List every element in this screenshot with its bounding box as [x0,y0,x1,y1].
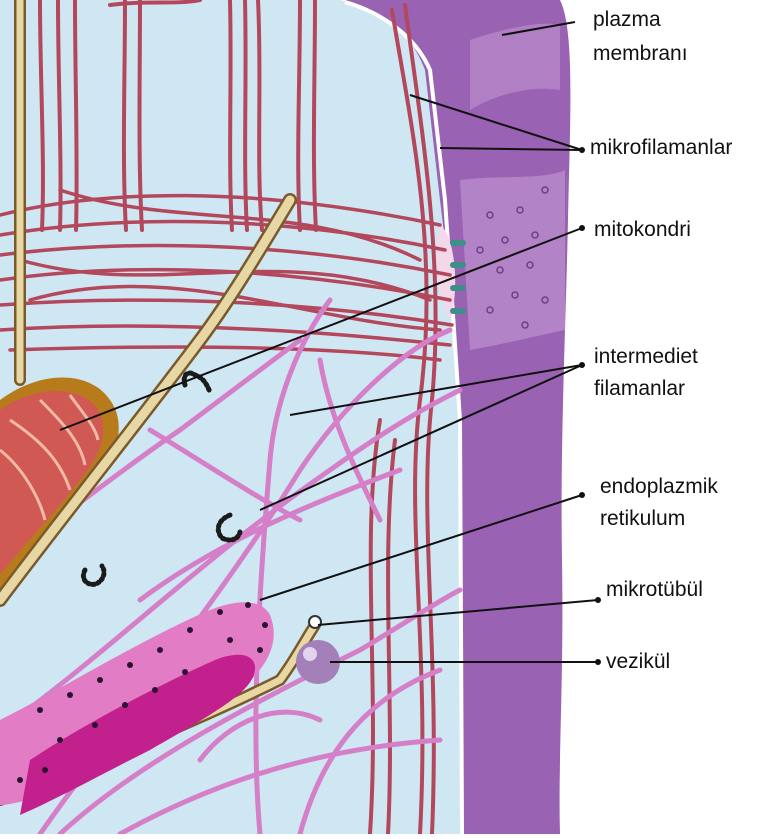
label-vezikul: vezikül [606,648,670,676]
label-plazma-line2: membranı [593,40,688,68]
label-intermediet-line1: intermediet [594,343,698,371]
label-plazma-membrani: plazma membranı [593,6,688,68]
label-mikrotubul: mikrotübül [606,576,703,604]
label-mikrofilamanlar: mikrofilamanlar [590,134,732,162]
label-endoplazmik-line1: endoplazmik [600,473,718,501]
label-intermediet-filamanlar: intermediet filamanlar [594,343,698,403]
label-plazma-line1: plazma [593,6,688,34]
label-endoplazmik-line2: retikulum [600,505,718,533]
label-endoplazmik-retikulum: endoplazmik retikulum [600,473,718,533]
label-intermediet-line2: filamanlar [594,375,698,403]
label-mitokondri: mitokondri [594,216,691,244]
